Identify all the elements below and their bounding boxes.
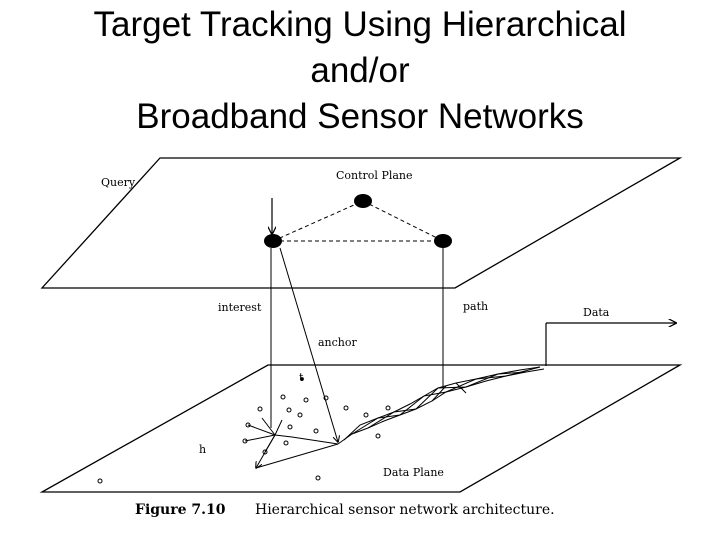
control-node-right xyxy=(434,234,452,248)
sensor-field xyxy=(97,366,545,484)
control-plane xyxy=(40,157,683,289)
anchor-line xyxy=(279,247,338,442)
figure-caption-text: Hierarchical sensor network architecture… xyxy=(255,502,555,518)
control-plane-label: Control Plane xyxy=(336,169,413,182)
control-node-top xyxy=(354,194,372,208)
slide-title: Target Tracking Using Hierarchical and/o… xyxy=(0,2,720,140)
control-node-left xyxy=(264,234,282,248)
stray-mark-t: t xyxy=(299,371,304,384)
title-line-1: Target Tracking Using Hierarchical xyxy=(93,5,627,44)
path-label: path xyxy=(463,300,488,313)
control-plane-links xyxy=(272,200,444,242)
title-line-3: Broadband Sensor Networks xyxy=(136,97,584,136)
data-plane-label: Data Plane xyxy=(383,466,444,479)
anchor-label: anchor xyxy=(318,336,358,349)
data-plane xyxy=(39,364,683,493)
stray-mark-h: h xyxy=(199,443,206,456)
figure-caption-number: Figure 7.10 xyxy=(135,502,226,518)
query-label: Query xyxy=(101,176,136,189)
data-output-arrow xyxy=(545,323,676,366)
data-label: Data xyxy=(583,306,610,319)
interest-label: interest xyxy=(218,301,262,314)
title-line-2: and/or xyxy=(310,51,410,90)
